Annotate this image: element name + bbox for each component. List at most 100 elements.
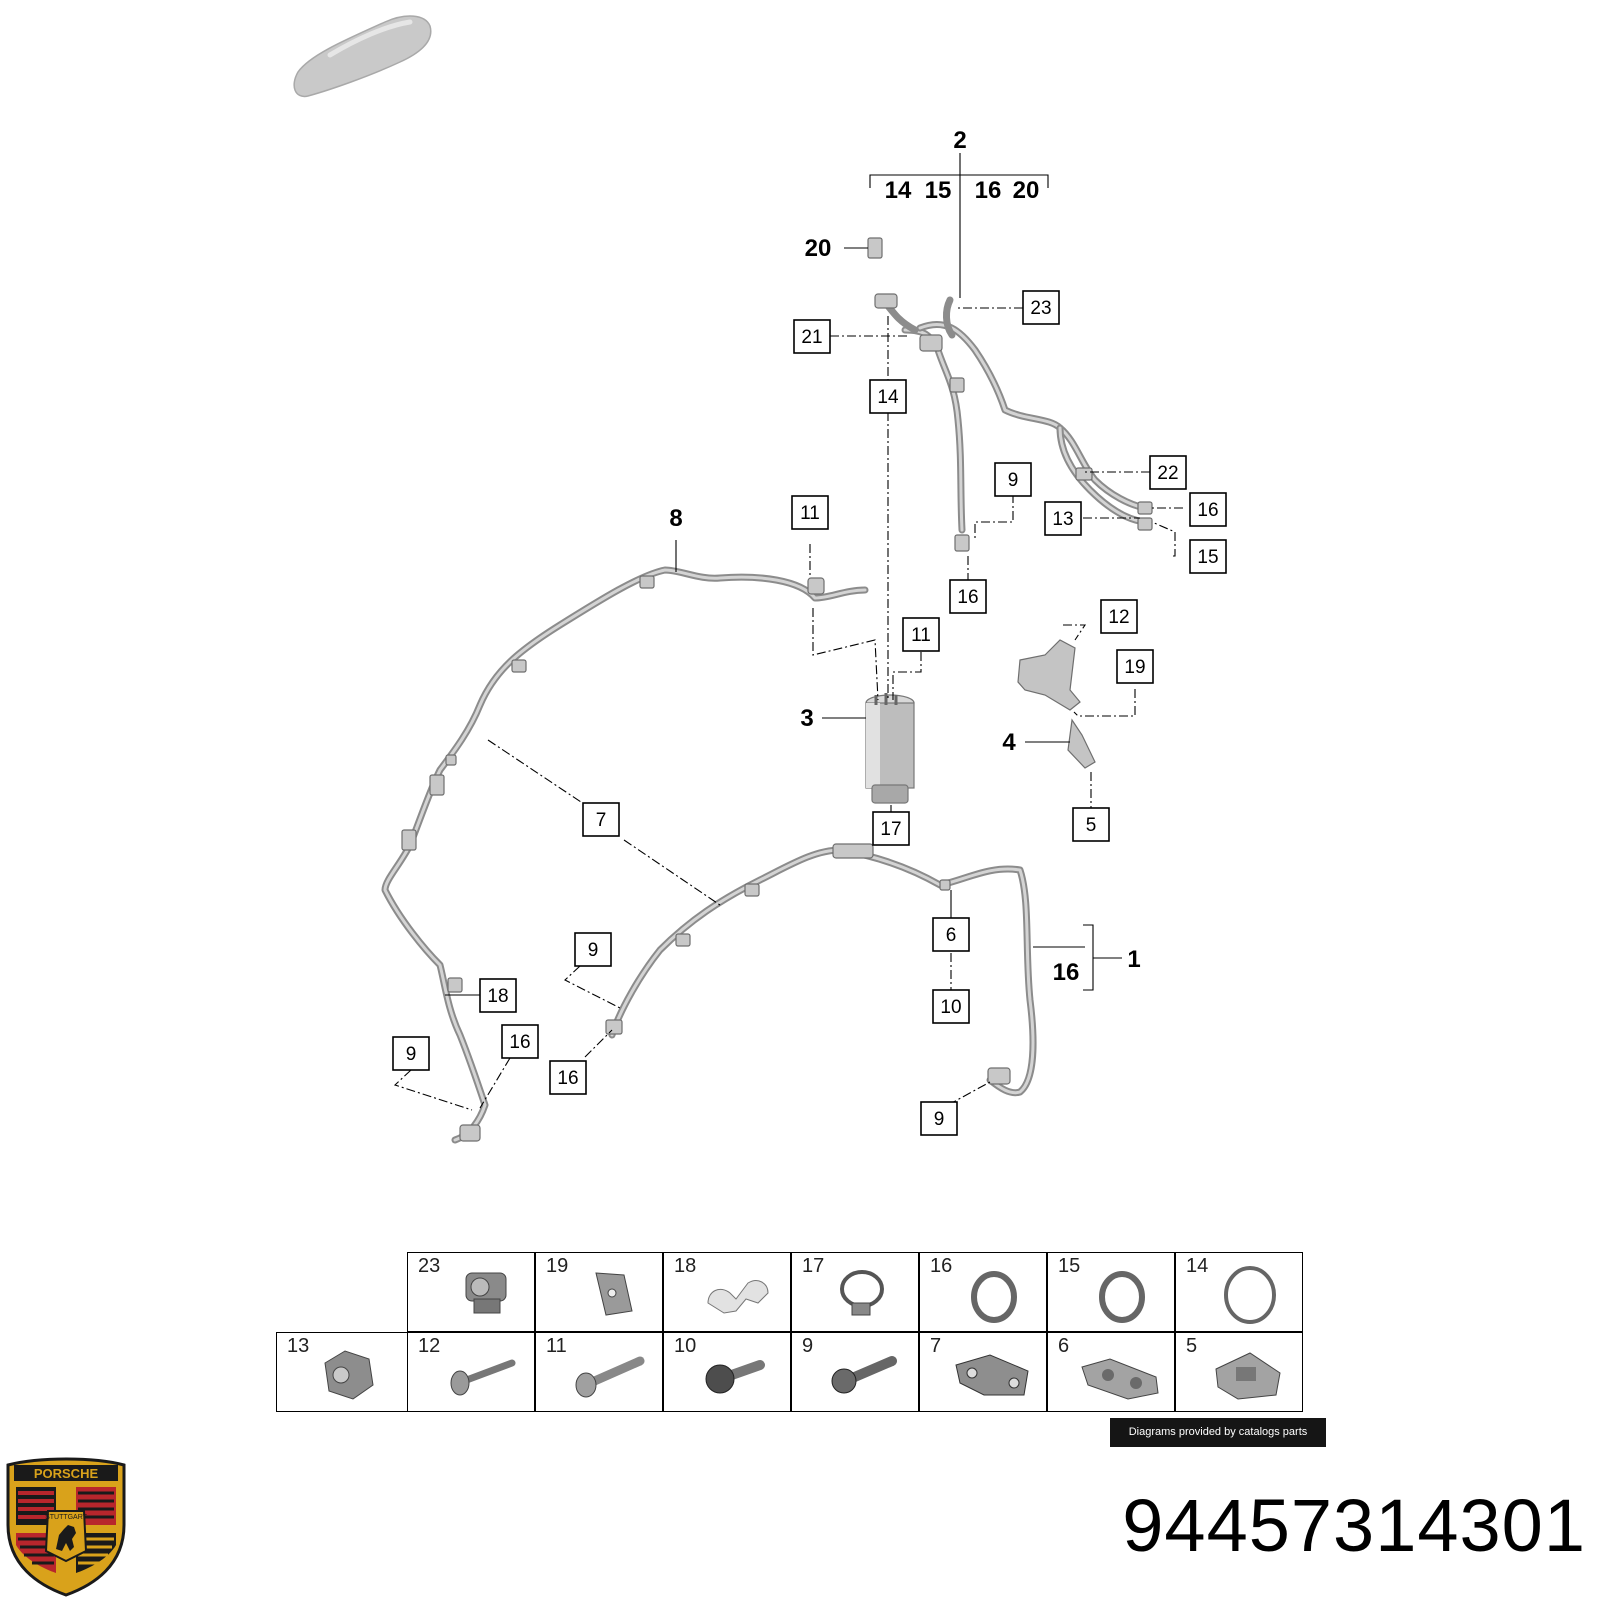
callout-10: 10 <box>932 989 970 1024</box>
callout-14: 14 <box>869 379 907 414</box>
parts-cell-19: 19 <box>535 1252 663 1332</box>
callout-18: 18 <box>479 978 517 1013</box>
svg-text:11: 11 <box>800 503 820 524</box>
bolt-icon <box>831 1356 897 1394</box>
clip-holder-icon <box>1081 1358 1159 1400</box>
diagram-credit-banner: Diagrams provided by catalogs parts <box>1110 1418 1326 1447</box>
svg-text:16: 16 <box>1197 500 1218 521</box>
svg-text:16: 16 <box>957 587 978 608</box>
pressure-line-1 <box>608 846 1037 1097</box>
svg-text:PORSCHE: PORSCHE <box>34 1466 99 1481</box>
callout-16-upper: 16 <box>949 579 987 614</box>
bolt-icon <box>575 1356 645 1398</box>
receiver-drier <box>865 693 915 804</box>
callout-21: 21 <box>793 319 831 354</box>
callout-16-bold: 16 <box>1053 959 1080 986</box>
parts-cell-12: 12 <box>407 1332 535 1412</box>
callout-11-left: 11 <box>791 495 829 530</box>
callout-16-header: 16 <box>975 177 1002 204</box>
callout-9-lower-right: 9 <box>920 1101 958 1136</box>
svg-text:11: 11 <box>911 625 931 646</box>
brackets <box>1017 639 1096 769</box>
svg-text:17: 17 <box>880 819 901 840</box>
svg-text:23: 23 <box>1030 298 1051 319</box>
parts-cell-18: 18 <box>663 1252 791 1332</box>
callout-3: 3 <box>800 705 813 732</box>
hex-nut-icon <box>324 1350 374 1400</box>
svg-text:16: 16 <box>557 1068 578 1089</box>
svg-text:12: 12 <box>1108 607 1129 628</box>
callout-17: 17 <box>872 811 910 846</box>
callout-16-lower-center: 16 <box>549 1060 587 1095</box>
callout-5: 5 <box>1072 807 1110 842</box>
pipe-clip-icon <box>707 1280 769 1314</box>
parts-cell-23: 23 <box>407 1252 535 1332</box>
porsche-crest-logo: PORSCHE STUTTGART <box>6 1457 126 1597</box>
part-number: 94457314301 <box>1122 1484 1586 1567</box>
parts-cell-16: 16 <box>919 1252 1047 1332</box>
parts-cell-14: 14 <box>1175 1252 1303 1332</box>
hose-clamp-icon <box>840 1270 884 1316</box>
o-ring-icon <box>971 1271 1017 1323</box>
parts-cell-7: 7 <box>919 1332 1047 1412</box>
callout-15-header: 15 <box>925 177 952 204</box>
svg-text:16: 16 <box>509 1032 530 1053</box>
clip-holder-icon <box>1215 1352 1281 1400</box>
callout-15: 15 <box>1189 539 1227 574</box>
callout-9-upper: 9 <box>994 462 1032 497</box>
svg-text:10: 10 <box>940 997 961 1018</box>
parts-cell-17: 17 <box>791 1252 919 1332</box>
parts-cell-5: 5 <box>1175 1332 1303 1412</box>
callout-7: 7 <box>582 802 620 837</box>
callout-13: 13 <box>1044 501 1082 536</box>
callout-1: 1 <box>1127 946 1140 973</box>
o-ring-icon <box>1224 1266 1276 1324</box>
callout-6: 6 <box>932 917 970 952</box>
callout-16-upper-right: 16 <box>1189 492 1227 527</box>
svg-text:7: 7 <box>596 810 607 831</box>
callout-labels: 2 14 15 16 20 20 23 21 14 22 16 13 15 9 … <box>392 127 1227 1136</box>
parts-cell-15: 15 <box>1047 1252 1175 1332</box>
svg-text:9: 9 <box>588 940 599 961</box>
callout-20: 20 <box>805 235 832 262</box>
parts-cell-11: 11 <box>535 1332 663 1412</box>
nut-clip-icon <box>595 1272 633 1316</box>
callout-4: 4 <box>1002 729 1016 756</box>
car-silhouette-icon <box>293 15 432 98</box>
callout-12: 12 <box>1100 599 1138 634</box>
parts-cell-13: 13 <box>276 1332 408 1412</box>
svg-text:15: 15 <box>1197 547 1218 568</box>
svg-text:21: 21 <box>801 327 822 348</box>
svg-text:9: 9 <box>406 1044 417 1065</box>
svg-text:6: 6 <box>946 925 957 946</box>
callout-14-header: 14 <box>885 177 912 204</box>
svg-text:18: 18 <box>487 986 508 1007</box>
valve-part-icon <box>465 1272 507 1314</box>
bracket-part-icon <box>955 1354 1029 1396</box>
svg-text:9: 9 <box>1008 470 1019 491</box>
o-ring-icon <box>1099 1271 1145 1323</box>
callout-11-right: 11 <box>902 617 940 652</box>
svg-text:19: 19 <box>1124 657 1145 678</box>
callout-22: 22 <box>1149 455 1187 490</box>
parts-cell-9: 9 <box>791 1332 919 1412</box>
bolt-icon <box>450 1359 516 1396</box>
callout-23: 23 <box>1022 290 1060 325</box>
callout-19: 19 <box>1116 649 1154 684</box>
svg-text:13: 13 <box>1052 509 1073 530</box>
callout-20-header: 20 <box>1013 177 1040 204</box>
svg-text:STUTTGART: STUTTGART <box>45 1514 88 1521</box>
callout-9-lower-left: 9 <box>392 1036 430 1071</box>
suction-line-8 <box>381 566 869 1144</box>
callout-9-center: 9 <box>574 932 612 967</box>
callout-8: 8 <box>669 505 682 532</box>
parts-cell-10: 10 <box>663 1332 791 1412</box>
svg-text:5: 5 <box>1086 815 1097 836</box>
callout-16-lower-left: 16 <box>501 1024 539 1059</box>
svg-text:22: 22 <box>1157 463 1178 484</box>
callout-2: 2 <box>953 127 966 154</box>
pipe-fittings <box>401 237 1153 1142</box>
bolt-icon <box>705 1360 765 1394</box>
